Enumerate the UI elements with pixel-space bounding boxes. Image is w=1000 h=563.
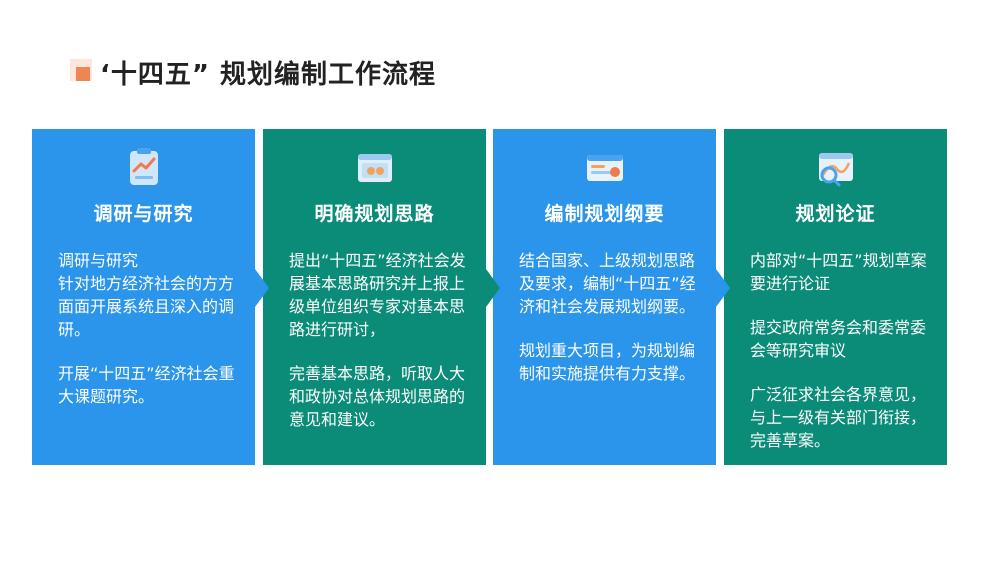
image-frame-icon — [357, 154, 392, 182]
title-bullet-icon — [70, 59, 96, 85]
step-paragraph: 规划重大项目，为规划编制和实施提供有力支撑。 — [519, 341, 696, 383]
step-card-research: 调研与研究 调研与研究 针对地方经济社会的方方面面开展系统且深入的调研。 开展“… — [32, 129, 255, 465]
flow-arrow-icon — [716, 269, 730, 307]
step-heading: 明确规划思路 — [314, 203, 435, 225]
step-body: 提出“十四五”经济社会发展基本思路研究并上报上级单位组织专家对基本思路进行研讨，… — [289, 249, 474, 452]
step-body: 调研与研究 针对地方经济社会的方方面面开展系统且深入的调研。 开展“十四五”经济… — [58, 249, 243, 429]
step-paragraph: 内部对“十四五”规划草案要进行论证 — [750, 251, 927, 293]
step-heading: 调研与研究 — [93, 203, 194, 225]
step-paragraph: 完善基本思路，听取人大和政协对总体规划思路的意见和建议。 — [289, 364, 466, 429]
browser-window-icon — [586, 155, 623, 181]
step-paragraph: 结合国家、上级规划思路及要求，编制“十四五”经济和社会发展规划纲要。 — [519, 251, 696, 316]
chart-report-icon — [129, 148, 158, 185]
step-paragraph: 广泛征求社会各界意见，与上一级有关部门衔接，完善草案。 — [750, 385, 927, 450]
step-card-plan-review: 规划论证 内部对“十四五”规划草案要进行论证 提交政府常务会和委常委会等研究审议… — [724, 129, 947, 465]
step-body: 结合国家、上级规划思路及要求，编制“十四五”经济和社会发展规划纲要。 规划重大项… — [519, 249, 704, 406]
flow-arrow-icon — [255, 269, 269, 307]
step-heading: 规划论证 — [795, 203, 876, 225]
page-header: ‘十四五” 规划编制工作流程 — [70, 52, 436, 92]
analytics-window-icon — [818, 153, 853, 187]
step-card-plan-thinking: 明确规划思路 提出“十四五”经济社会发展基本思路研究并上报上级单位组织专家对基本… — [263, 129, 486, 465]
step-paragraph: 提出“十四五”经济社会发展基本思路研究并上报上级单位组织专家对基本思路进行研讨， — [289, 251, 466, 339]
step-paragraph: 调研与研究 针对地方经济社会的方方面面开展系统且深入的调研。 — [58, 251, 235, 339]
flow-arrow-icon — [486, 269, 500, 307]
step-paragraph: 提交政府常务会和委常委会等研究审议 — [750, 318, 927, 360]
page-title: ‘十四五” 规划编制工作流程 — [100, 59, 437, 90]
step-body: 内部对“十四五”规划草案要进行论证 提交政府常务会和委常委会等研究审议 广泛征求… — [750, 249, 935, 473]
step-heading: 编制规划纲要 — [544, 203, 665, 225]
step-card-compile-outline: 编制规划纲要 结合国家、上级规划思路及要求，编制“十四五”经济和社会发展规划纲要… — [493, 129, 716, 465]
step-paragraph: 开展“十四五”经济社会重大课题研究。 — [58, 364, 235, 406]
